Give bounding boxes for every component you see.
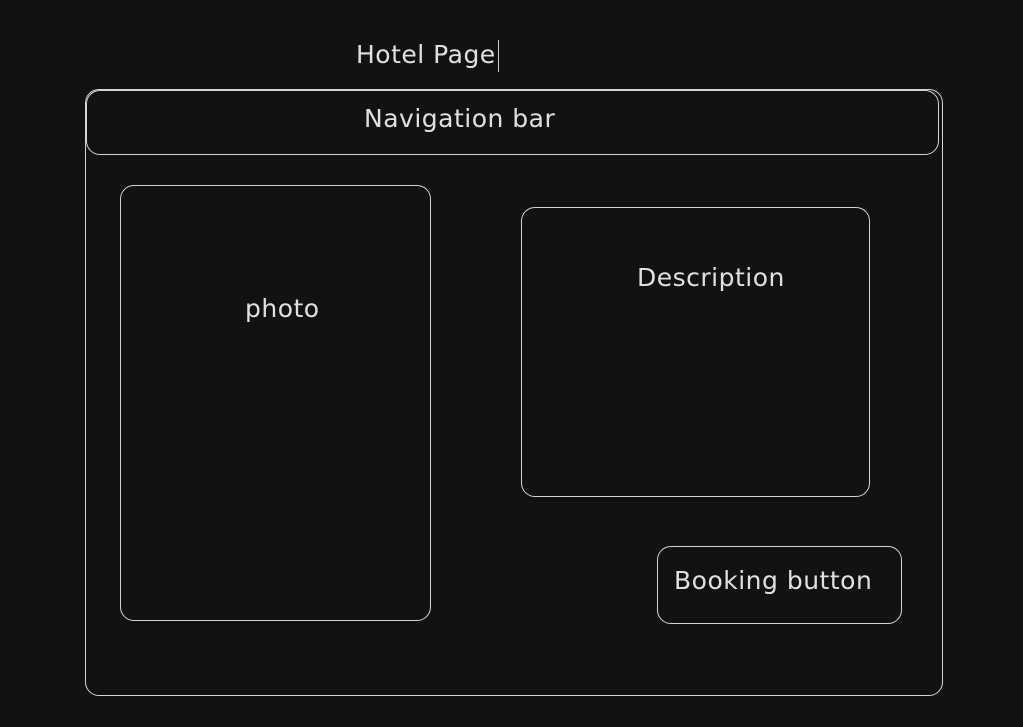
booking-button-box[interactable] xyxy=(657,546,902,624)
photo-label: photo xyxy=(245,294,320,323)
page-title-text[interactable]: Hotel Page xyxy=(356,40,499,72)
description-label: Description xyxy=(637,263,785,292)
description-box[interactable] xyxy=(521,207,870,497)
navigation-bar-box[interactable] xyxy=(86,90,939,155)
navigation-bar-label: Navigation bar xyxy=(364,104,556,133)
booking-button-label: Booking button xyxy=(674,566,873,595)
page-frame[interactable] xyxy=(85,89,943,696)
page-title-label: Hotel Page xyxy=(356,40,496,69)
text-cursor xyxy=(497,40,499,72)
photo-box[interactable] xyxy=(120,185,431,621)
